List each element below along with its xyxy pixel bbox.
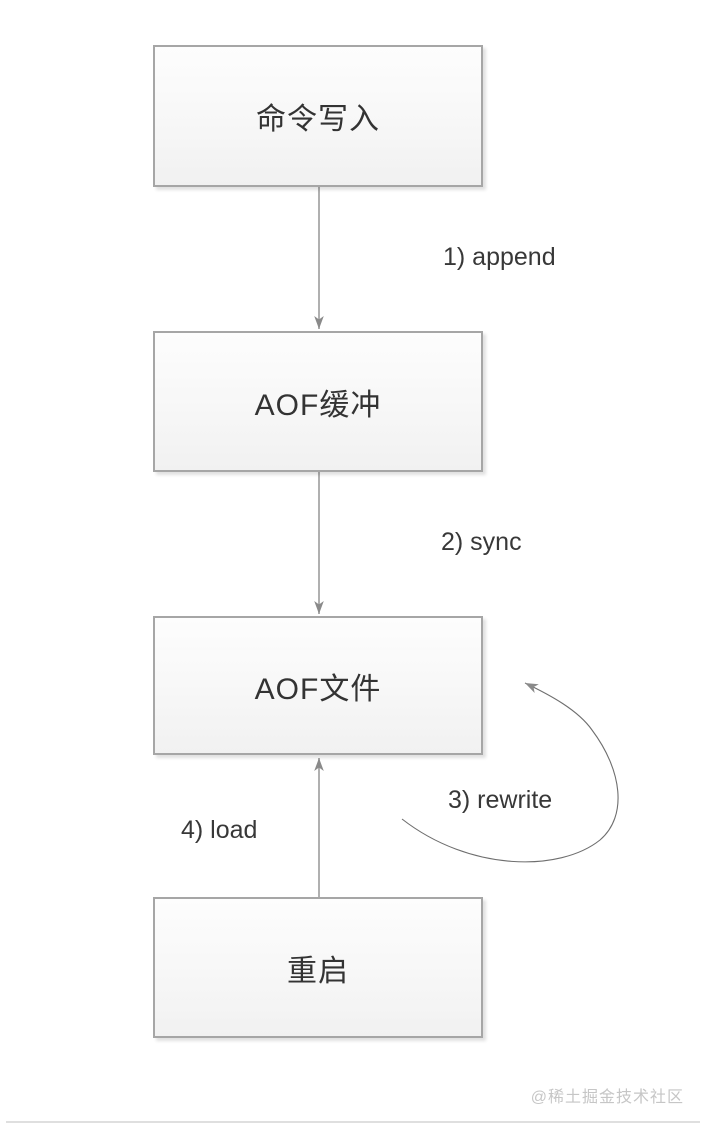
node-aof-buffer: AOF缓冲	[153, 331, 483, 472]
node-restart-label: 重启	[287, 954, 349, 988]
edge-load-label: 4) load	[181, 816, 258, 844]
node-aof-file: AOF文件	[153, 616, 483, 755]
edge-append-label: 1) append	[443, 243, 556, 271]
edge-sync-label: 2) sync	[441, 528, 522, 556]
bottom-divider	[6, 1121, 700, 1123]
node-restart: 重启	[153, 897, 483, 1038]
node-aof-buffer-label: AOF缓冲	[254, 388, 382, 422]
watermark: @稀土掘金技术社区	[530, 1089, 684, 1106]
node-command-write-label: 命令写入	[256, 103, 380, 136]
node-command-write: 命令写入	[153, 45, 483, 187]
edge-rewrite-label: 3) rewrite	[448, 786, 553, 814]
node-aof-file-label: AOF文件	[254, 672, 382, 706]
